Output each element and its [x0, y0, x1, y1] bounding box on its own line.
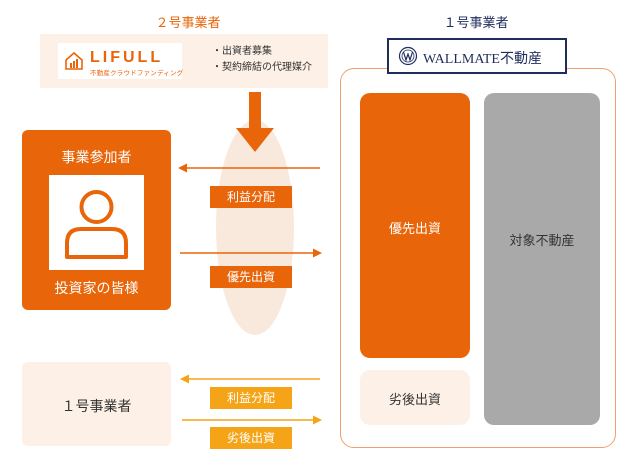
preferred-investment-tag: 優先出資 — [210, 266, 292, 288]
preferred-investment-label: 優先出資 — [388, 222, 441, 237]
subordinate-investment-tag: 劣後出資 — [210, 427, 292, 449]
first-operator-investor-label: １号事業者 — [61, 399, 132, 415]
lifull-logo-subtitle: 不動産クラウドファンディング — [90, 69, 184, 77]
preferred-arrow-right — [180, 248, 322, 258]
person-icon — [65, 190, 128, 259]
second-operator-heading: ２号事業者 — [155, 16, 221, 31]
profit-arrow-left — [178, 163, 320, 173]
profit-distribution-tag: 利益分配 — [210, 186, 292, 208]
target-property-box: 対象不動産 — [484, 93, 600, 425]
first-operator-heading: １号事業者 — [443, 16, 509, 31]
wallmate-logo-word: WALLMATE不動産 — [423, 52, 542, 67]
subordinate-profit-tag: 利益分配 — [210, 387, 292, 409]
wallmate-emblem-icon — [398, 46, 418, 66]
role-item: ・出資者募集 — [212, 46, 272, 57]
second-operator-roles: ・出資者募集 ・契約締結の代理媒介 — [212, 44, 312, 76]
subordinate-investment-box: 劣後出資 — [360, 370, 470, 425]
subordinate-profit-arrow-left — [180, 374, 320, 384]
lifull-logo: LIFULL 不動産クラウドファンディング — [58, 43, 184, 79]
role-item: ・契約締結の代理媒介 — [212, 62, 312, 73]
preferred-investment-box: 優先出資 — [360, 93, 470, 358]
participant-title: 事業参加者 — [61, 150, 132, 166]
participant-box: 事業参加者 投資家の皆様 — [22, 130, 171, 310]
subordinate-investment-label: 劣後出資 — [388, 393, 441, 408]
participant-subtitle: 投資家の皆様 — [54, 281, 139, 297]
subordinate-arrow-right — [182, 415, 322, 425]
first-operator-investor-box: １号事業者 — [22, 362, 171, 446]
flow-ellipse — [216, 120, 294, 335]
house-chart-icon — [65, 51, 83, 70]
second-operator-banner: LIFULL 不動産クラウドファンディング ・出資者募集 ・契約締結の代理媒介 — [40, 34, 328, 88]
avatar — [49, 175, 144, 270]
down-arrow-icon — [236, 92, 274, 152]
target-property-label: 対象不動産 — [509, 234, 575, 249]
wallmate-logo: WALLMATE不動産 — [387, 38, 567, 74]
lifull-logo-word: LIFULL — [90, 49, 164, 66]
